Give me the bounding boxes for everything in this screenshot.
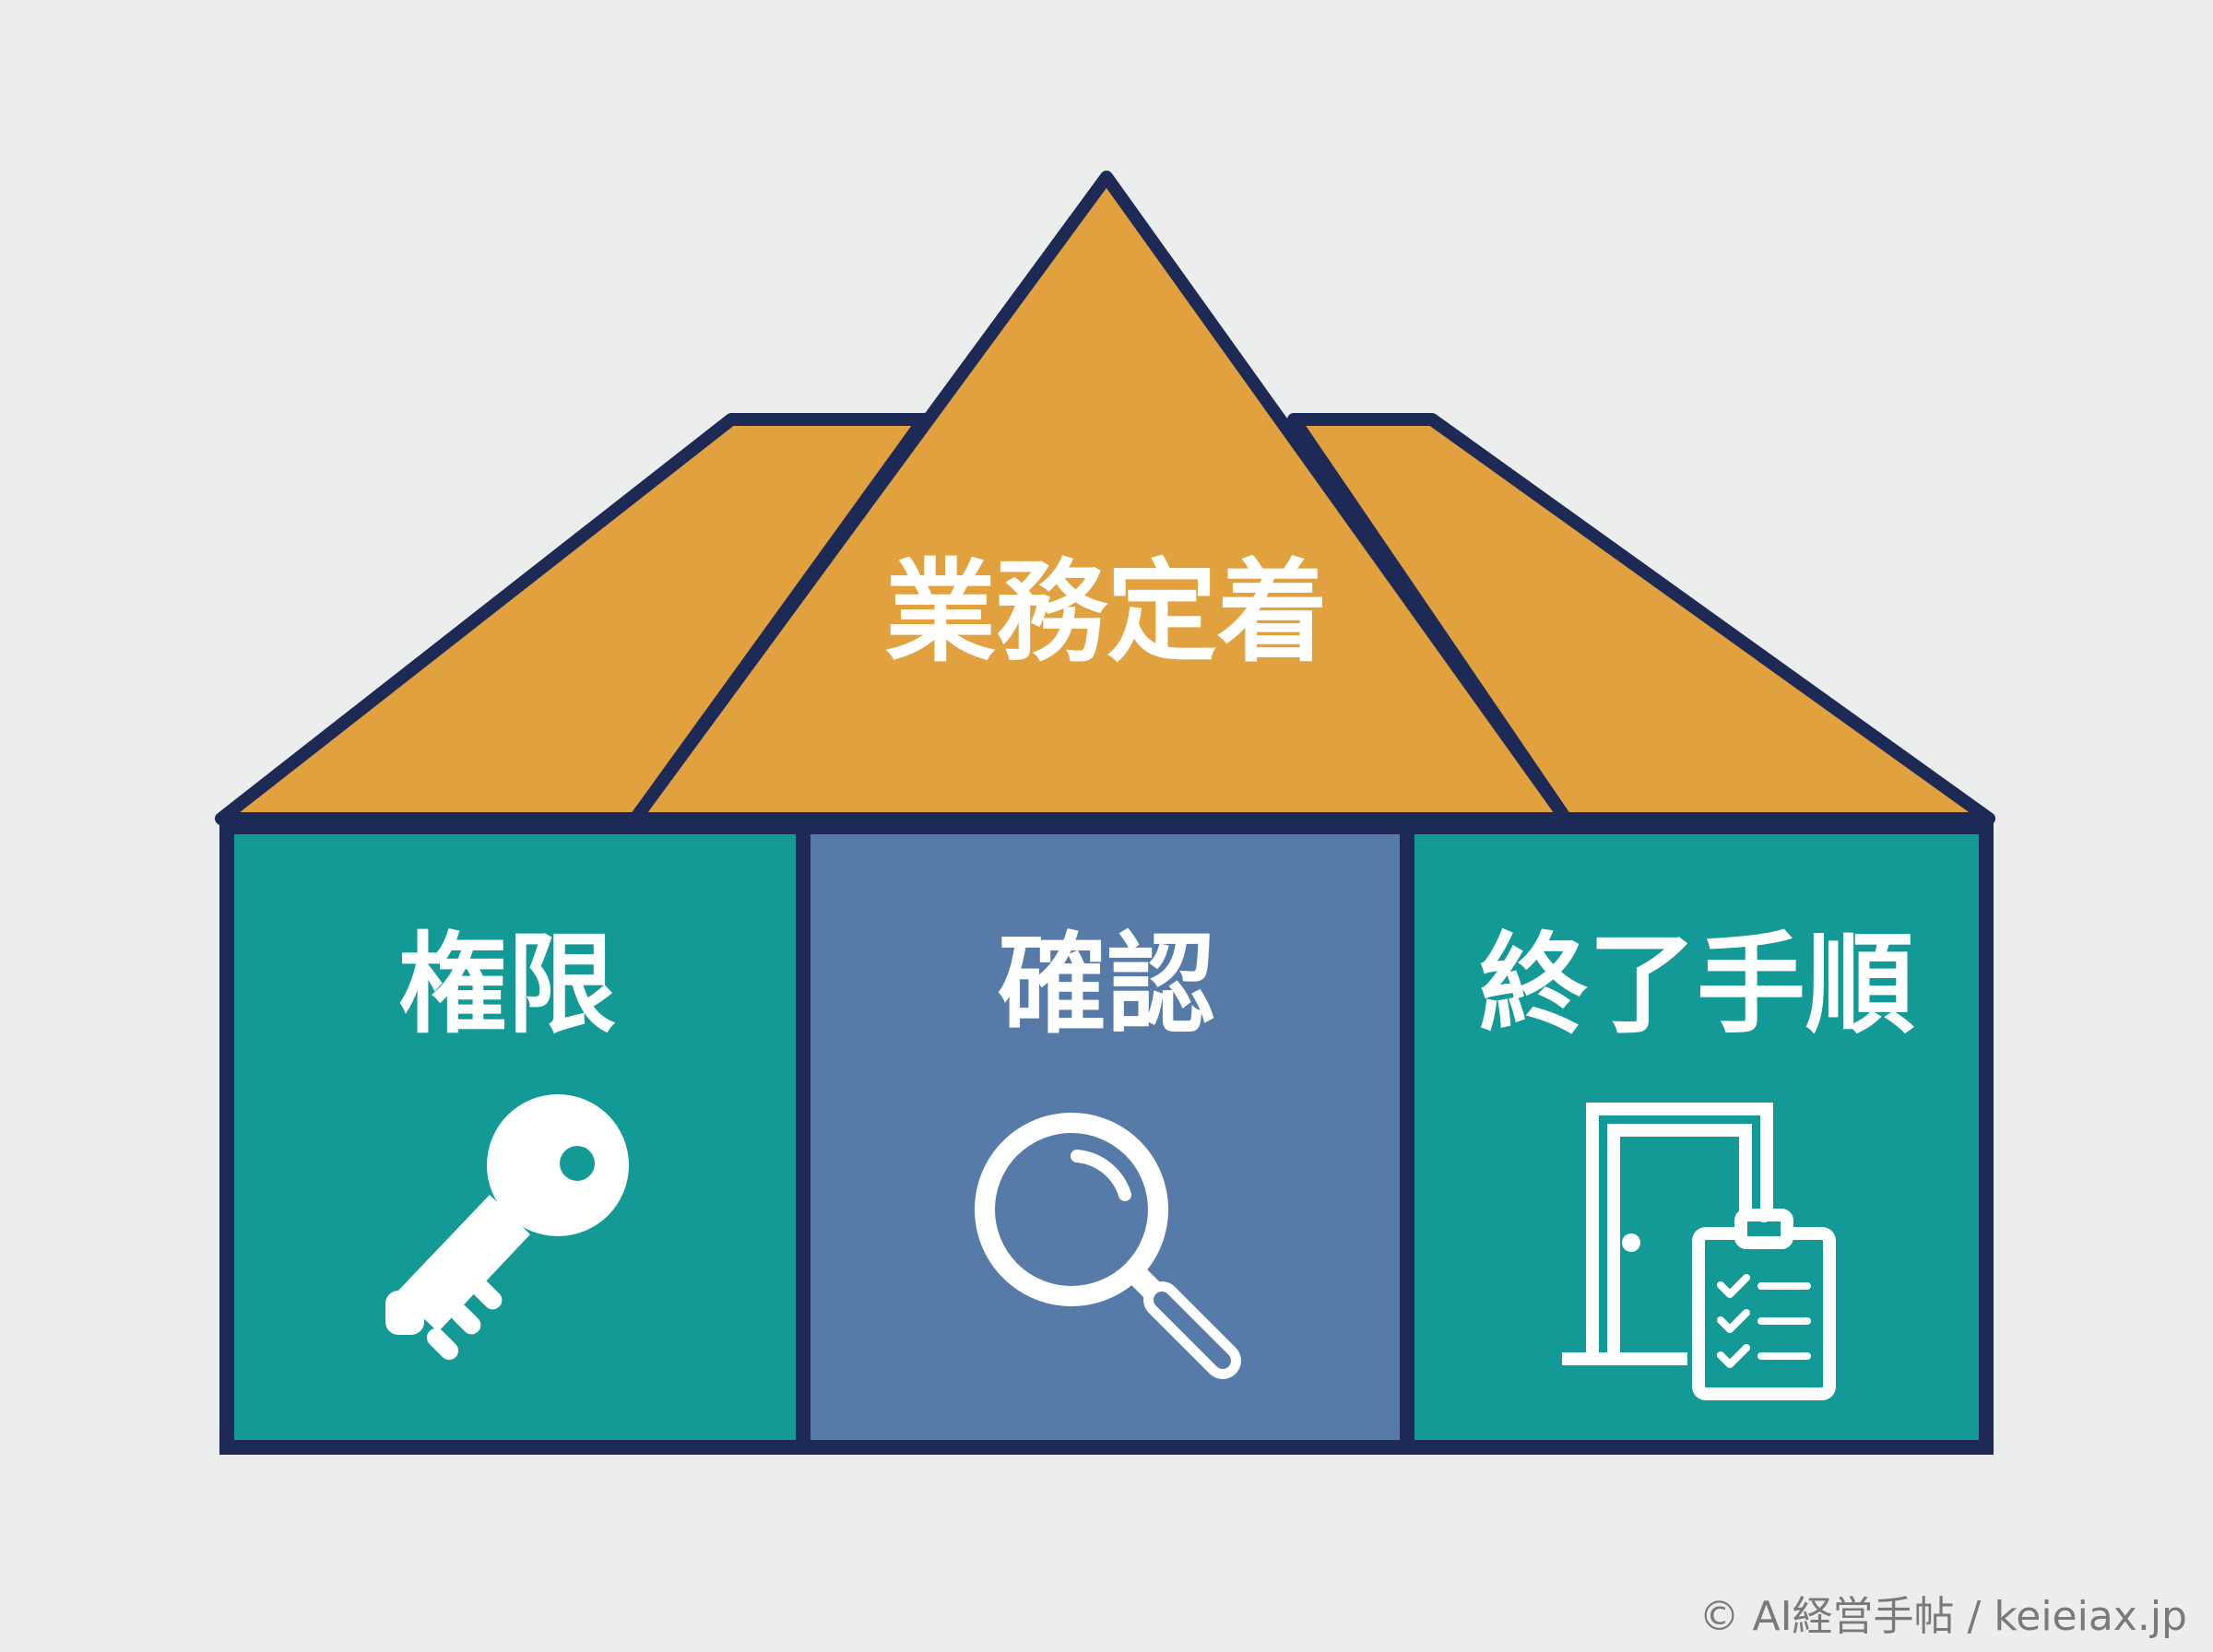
pillar-termination-procedure-label: 終了手順: [1479, 921, 1914, 1048]
door-checklist-icon: [1562, 1103, 1836, 1400]
magnifier-icon: [975, 1113, 1241, 1379]
key-icon: [385, 1094, 629, 1361]
pillar-permissions: [219, 820, 811, 1455]
pillar-permissions-label: 権限: [398, 921, 616, 1048]
footer-credit: © AI経営手帖 / keieiax.jp: [1698, 1593, 2187, 1640]
roof-label: 業務定着: [885, 549, 1328, 678]
pillar-verification-label: 確認: [998, 921, 1215, 1048]
roof-center-triangle: [629, 171, 1572, 825]
roof: [215, 171, 1995, 825]
